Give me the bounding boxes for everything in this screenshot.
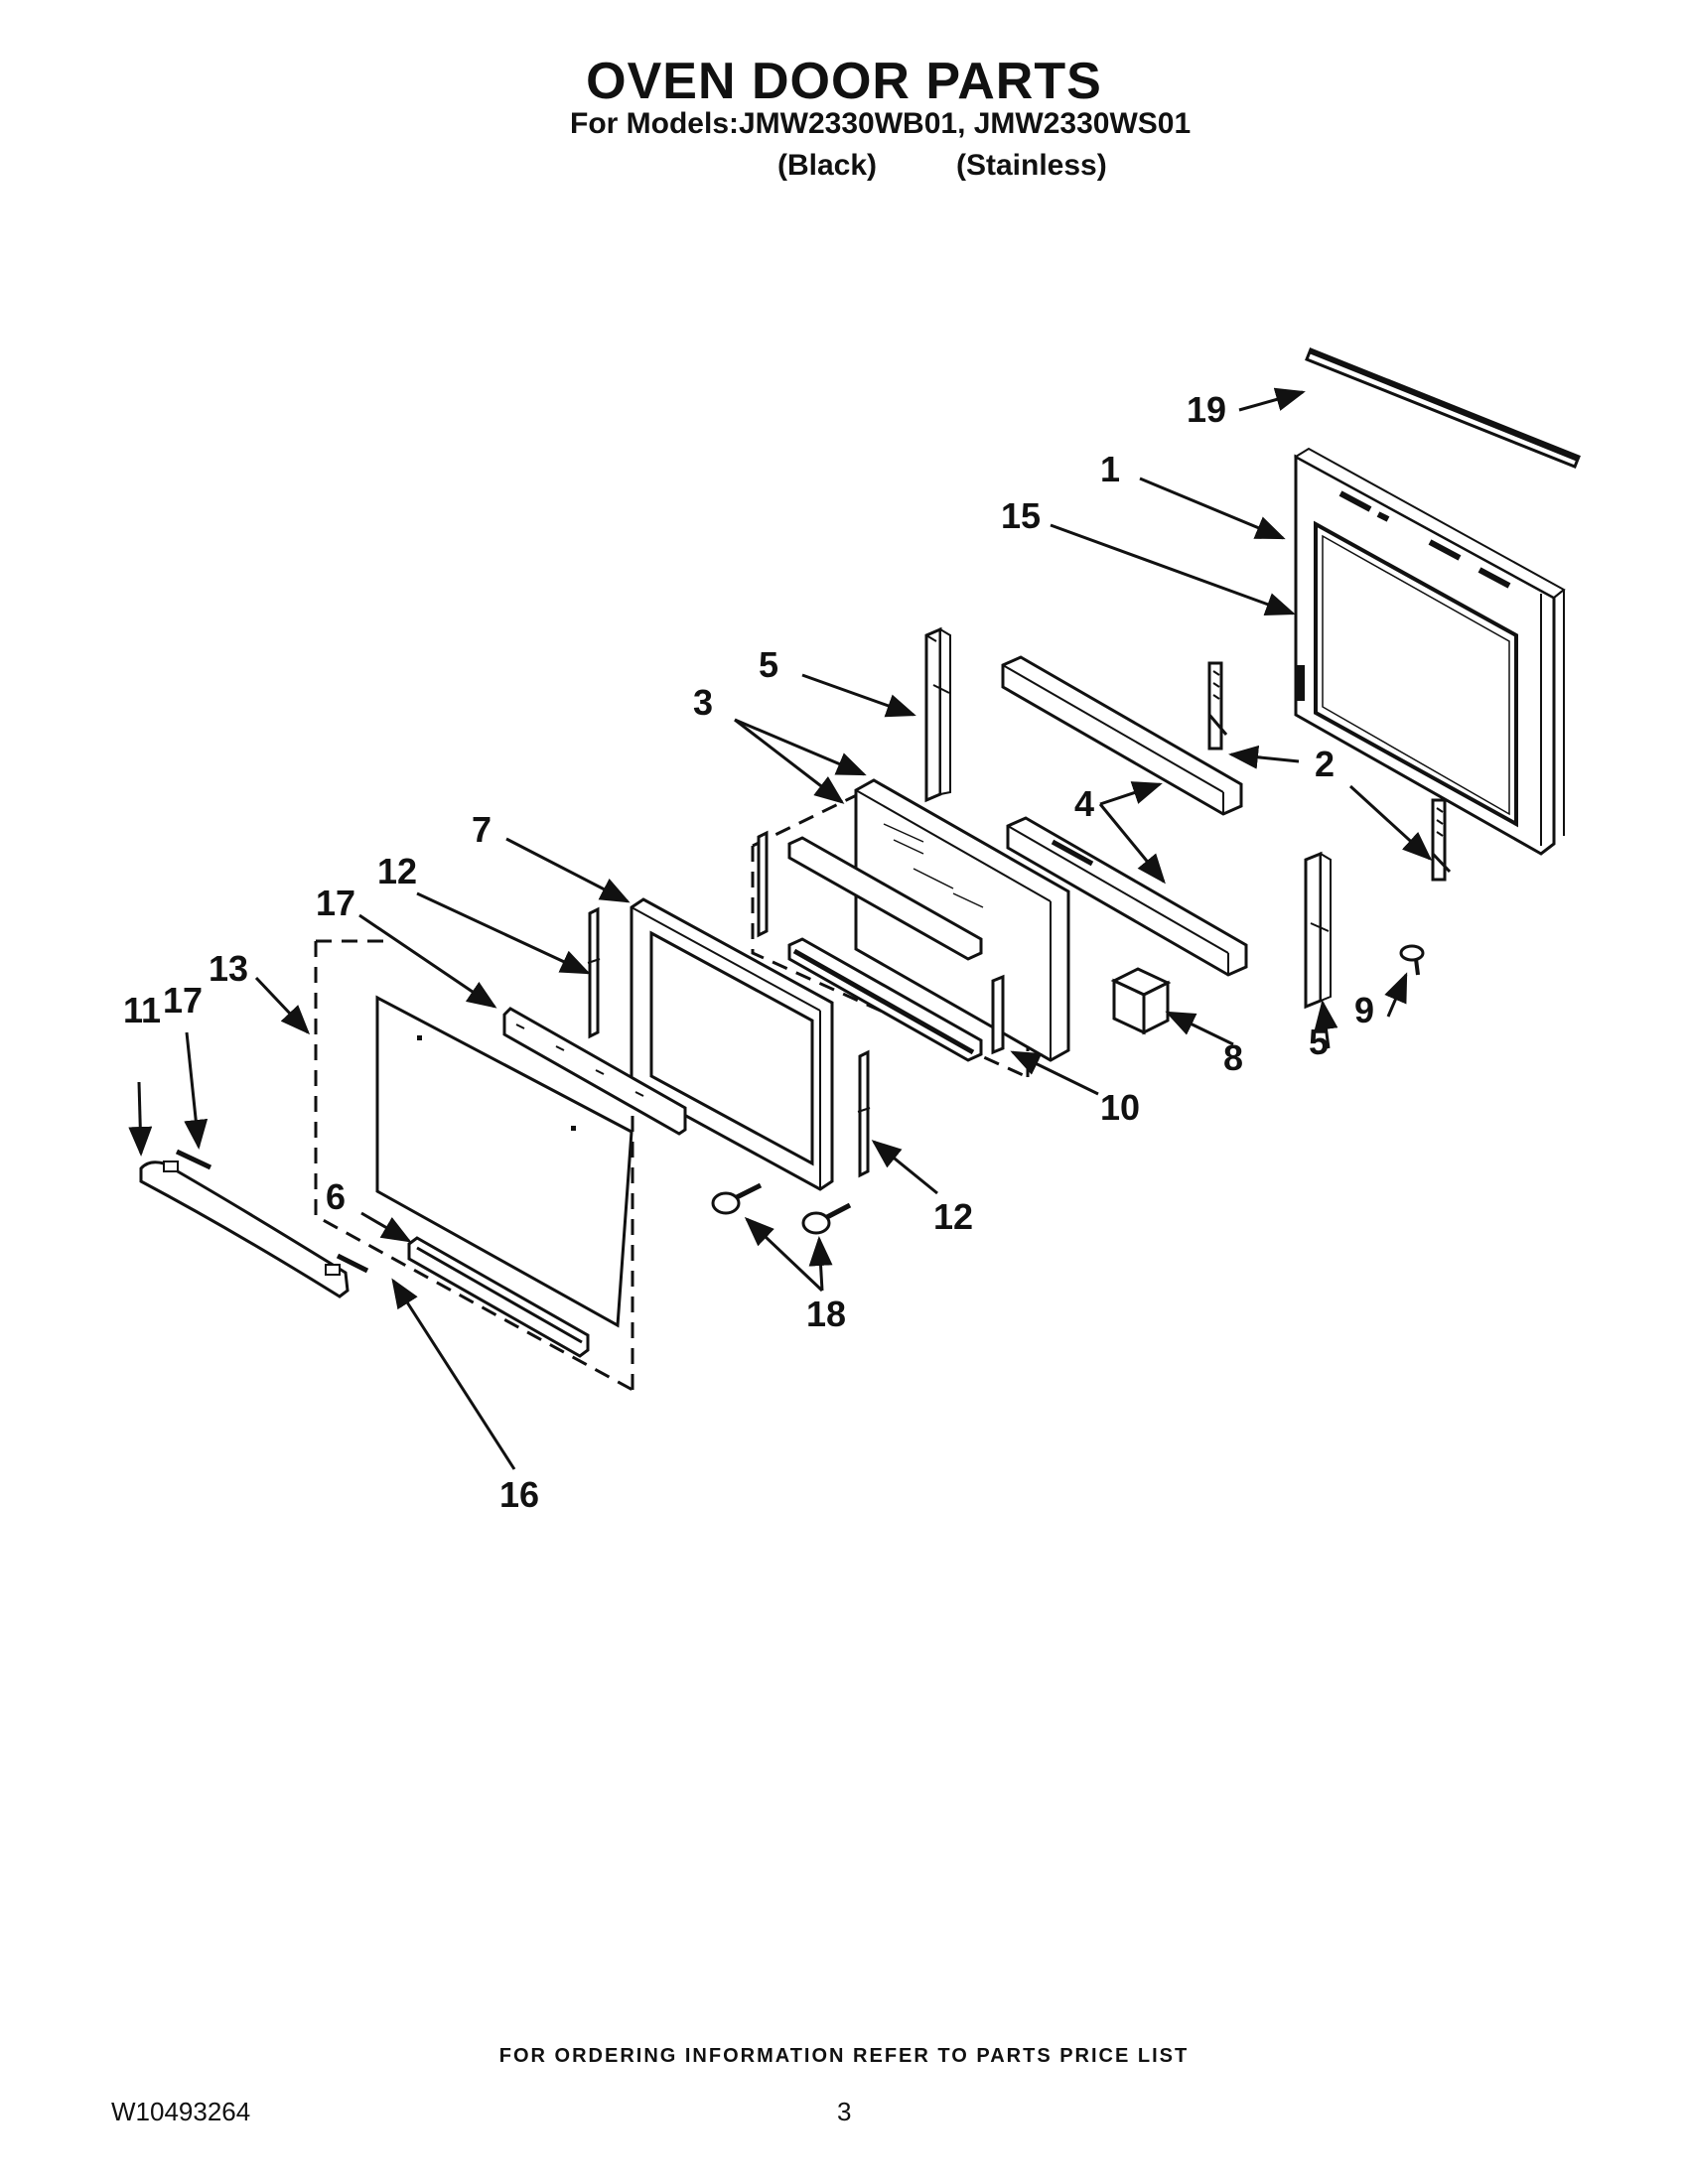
part-5-hinge-channel-lower — [1304, 851, 1332, 1010]
document-id: W10493264 — [111, 2097, 251, 2126]
part-3-glass-assembly — [751, 778, 1070, 1079]
part-17-strip-lower — [175, 1149, 212, 1170]
callout-3: 3 — [693, 682, 713, 723]
part-13-outer-glass — [314, 939, 634, 1392]
callout-13: 13 — [209, 948, 248, 989]
callout-8: 8 — [1223, 1037, 1243, 1078]
callout-1: 1 — [1100, 449, 1120, 489]
callout-10: 10 — [1100, 1087, 1140, 1128]
callout-17-upper: 17 — [316, 883, 355, 923]
part-19-top-trim — [1305, 347, 1581, 469]
callout-leaders — [128, 387, 1433, 1470]
color-black-label: (Black) — [777, 149, 878, 182]
callout-16: 16 — [499, 1474, 539, 1515]
part-2-hinge-lower — [1431, 798, 1452, 882]
page-number: 3 — [837, 2097, 852, 2126]
part-9-screw — [1399, 944, 1425, 976]
callout-9: 9 — [1354, 990, 1374, 1030]
callout-17-lower: 17 — [163, 980, 203, 1021]
part-16-bottom-vent — [407, 1236, 590, 1358]
part-12-side-bracket-left — [587, 906, 601, 1039]
callout-4: 4 — [1074, 783, 1094, 824]
callout-2: 2 — [1315, 744, 1335, 784]
callout-11: 11 — [123, 990, 161, 1030]
part-5-hinge-channel-upper — [924, 626, 951, 803]
callout-5-lower: 5 — [1309, 1022, 1329, 1062]
part-10-glass-spacer — [991, 974, 1005, 1055]
callout-5-upper: 5 — [759, 644, 778, 685]
callout-7: 7 — [472, 809, 492, 850]
part-4-door-channel-bars — [1001, 655, 1248, 977]
part-11-door-handle — [139, 1160, 350, 1298]
part-6-vent-trim — [336, 1253, 369, 1274]
ordering-note: FOR ORDERING INFORMATION REFER TO PARTS … — [498, 2045, 1190, 2067]
color-stainless-label: (Stainless) — [956, 149, 1107, 182]
page-title: OVEN DOOR PARTS — [586, 53, 1102, 110]
part-7-inner-door-frame — [630, 897, 834, 1191]
part-2-hinge-upper — [1207, 661, 1228, 751]
part-12-side-bracket-right — [857, 1049, 871, 1178]
callout-6: 6 — [326, 1176, 346, 1217]
part-18-screws — [711, 1182, 852, 1235]
part-17-strip-upper — [502, 1007, 687, 1136]
callout-15: 15 — [1001, 495, 1041, 536]
callout-12-upper: 12 — [377, 851, 417, 891]
callout-19: 19 — [1187, 389, 1226, 430]
part-8-block — [1110, 967, 1172, 1035]
callout-12-lower: 12 — [933, 1196, 973, 1237]
part-1-outer-door-panel — [1294, 447, 1566, 856]
models-line: For Models:JMW2330WB01, JMW2330WS01 — [570, 107, 1192, 140]
callout-18: 18 — [806, 1294, 846, 1334]
